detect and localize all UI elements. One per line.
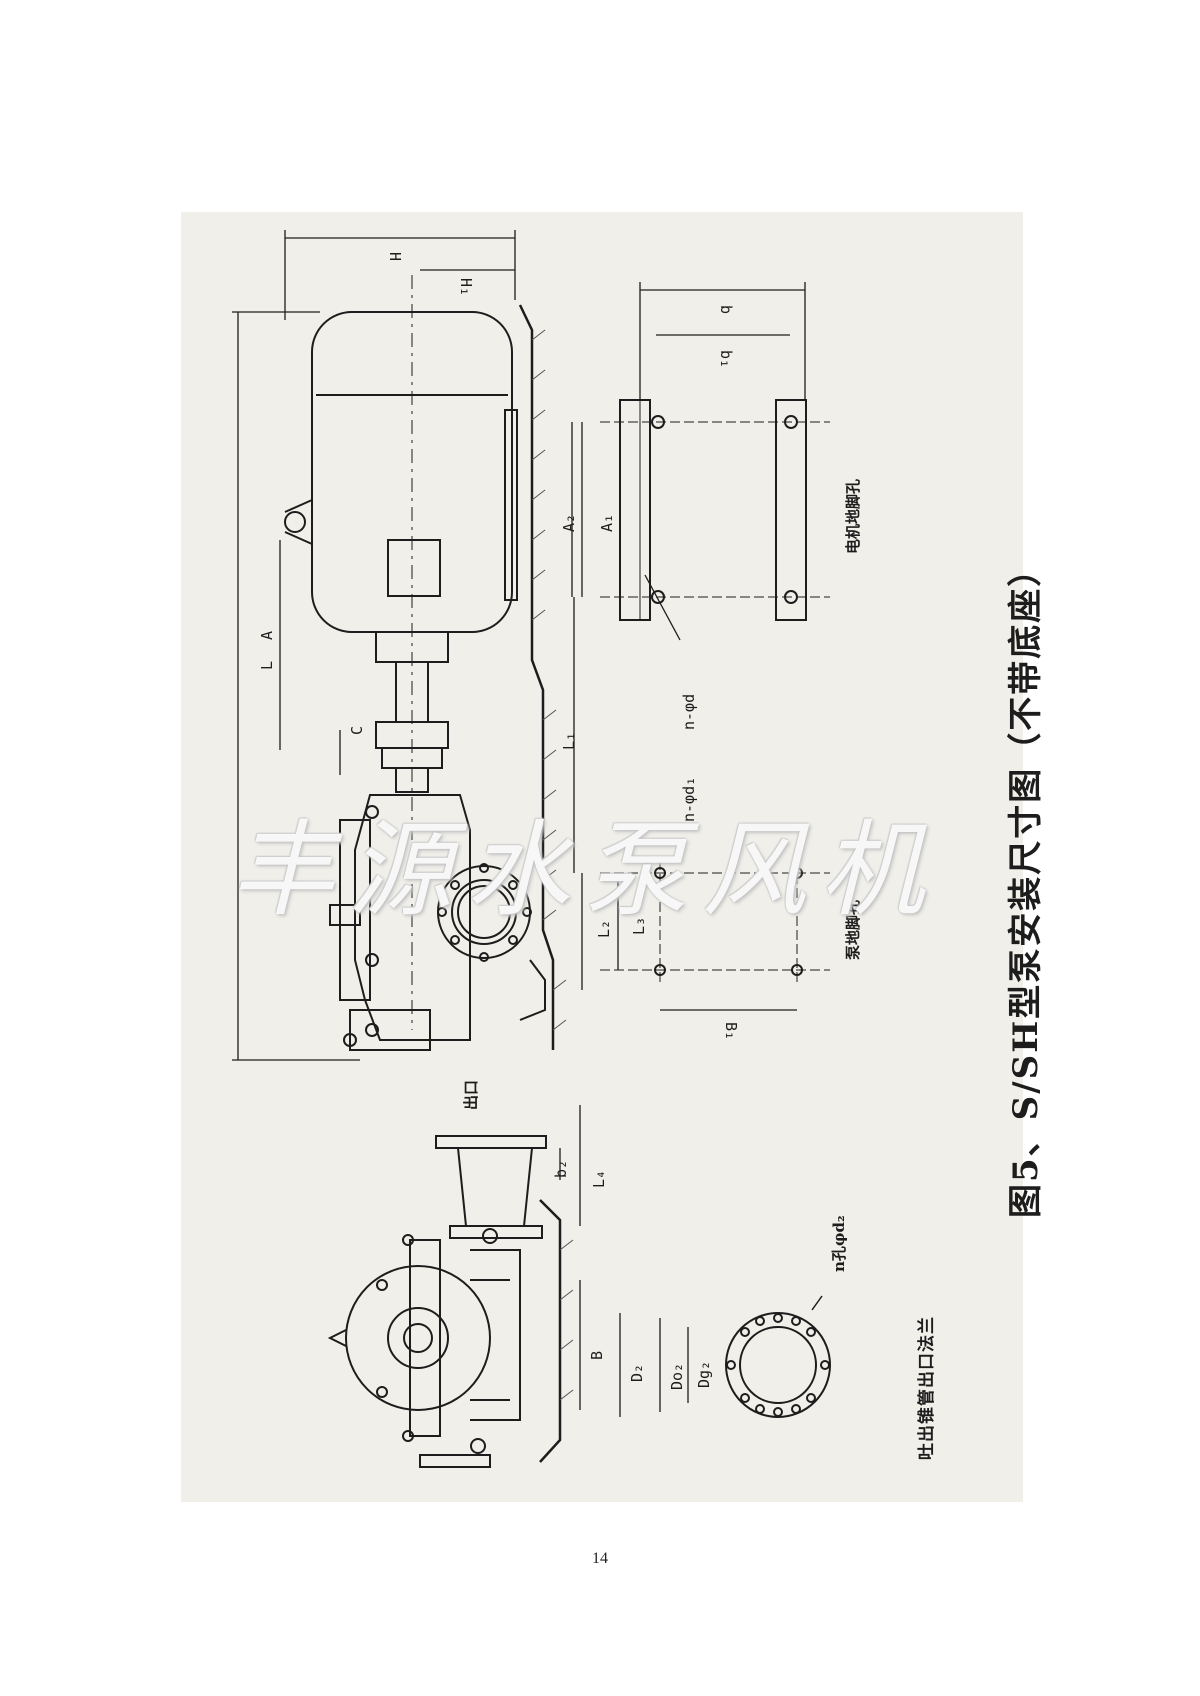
label-flange-holes: n孔φd₂ (830, 1215, 848, 1272)
shaft-coupling (375, 631, 449, 793)
pump-casing (329, 794, 546, 1051)
dim-b2: b₂ (552, 1159, 570, 1178)
figure-caption: 图5、S/SH型泵安装尺寸图（不带底座） (1006, 550, 1046, 1218)
outlet-flange-view (725, 1295, 831, 1418)
scanned-drawing-sheet (181, 212, 1023, 1502)
dim-B1: B₁ (722, 1022, 740, 1041)
dim-D2: D₂ (628, 1363, 646, 1382)
label-motor-foot-holes: 电机地脚孔 (844, 478, 862, 554)
dim-b1: b₁ (717, 350, 735, 369)
label-outlet: 出口 (462, 1079, 480, 1110)
dim-n-phi-d1: n-φd₁ (680, 776, 698, 822)
label-pump-foot-holes: 泵地脚孔 (844, 899, 862, 960)
dim-B: B (588, 1350, 606, 1360)
dim-A1: A₁ (598, 513, 616, 532)
pump-front-view (327, 1135, 547, 1468)
dim-C: C (348, 725, 366, 735)
dim-n-phi-d: n-φd (680, 693, 698, 730)
dim-A: A (258, 630, 276, 640)
dimension-lines (232, 230, 806, 1417)
dim-A2: A₂ (560, 513, 578, 532)
dim-L2: L₂ (595, 919, 613, 938)
foundation-ground-line (518, 304, 574, 1463)
dim-Do2: Do₂ (668, 1362, 686, 1390)
dim-Dg2: Dg₂ (695, 1360, 713, 1388)
outlet-flange-caption: 吐出锥管出口法兰 (917, 1316, 937, 1460)
dim-L3: L₃ (630, 916, 648, 935)
dim-L4: L₄ (590, 1169, 608, 1188)
dim-L1: L₁ (560, 731, 578, 750)
dim-b: b (717, 305, 735, 315)
pump-foot-holes (600, 860, 830, 985)
dim-L: L (258, 660, 276, 670)
motor-body (284, 275, 518, 1030)
dim-H: H (386, 252, 404, 262)
dim-H1: H₁ (457, 278, 475, 297)
page-number: 14 (592, 1550, 608, 1567)
motor-foot-hole-plates (600, 399, 830, 621)
